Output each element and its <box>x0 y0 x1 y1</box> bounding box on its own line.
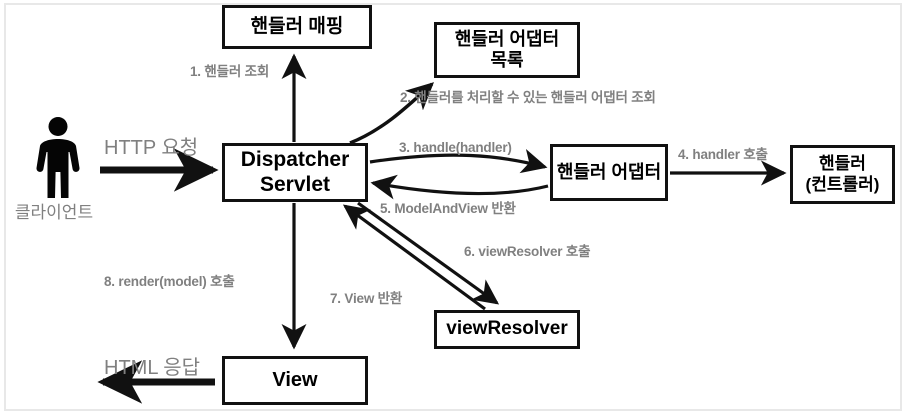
edge-label-step7: 7. View 반환 <box>330 291 403 306</box>
actor-label-client: 클라이언트 <box>14 203 94 222</box>
edge-label-step1: 1. 핸들러 조회 <box>190 64 270 79</box>
node-handler-adapter[interactable]: 핸들러 어댑터 <box>550 144 668 201</box>
edge-label-step4: 4. handler 호출 <box>678 147 768 162</box>
edge-label-http-request: HTTP 요청 <box>104 137 199 159</box>
edge-label-http-response: HTML 응답 <box>104 357 201 379</box>
node-handler-adapter-list[interactable]: 핸들러 어댑터 목록 <box>434 22 580 78</box>
arrow-step5 <box>370 174 549 200</box>
arrow-step3 <box>369 149 548 174</box>
arrow-step6 <box>357 201 500 305</box>
node-handler-controller[interactable]: 핸들러 (컨트롤러) <box>790 145 895 204</box>
node-view-resolver[interactable]: viewResolver <box>434 310 580 349</box>
arrow-step2 <box>349 82 435 145</box>
person-icon <box>36 117 80 198</box>
edge-label-step8: 8. render(model) 호출 <box>104 274 235 289</box>
node-handler-mapping[interactable]: 핸들러 매핑 <box>222 5 372 49</box>
edge-label-step3: 3. handle(handler) <box>399 140 512 155</box>
edge-label-step5: 5. ModelAndView 반환 <box>380 201 516 216</box>
arrow-step7 <box>342 204 486 311</box>
node-view[interactable]: View <box>222 356 368 405</box>
node-dispatcher-servlet[interactable]: Dispatcher Servlet <box>222 143 368 202</box>
edge-label-step2: 2. 핸들러를 처리할 수 있는 핸들러 어댑터 조회 <box>400 90 656 105</box>
edge-label-step6: 6. viewResolver 호출 <box>464 244 591 259</box>
